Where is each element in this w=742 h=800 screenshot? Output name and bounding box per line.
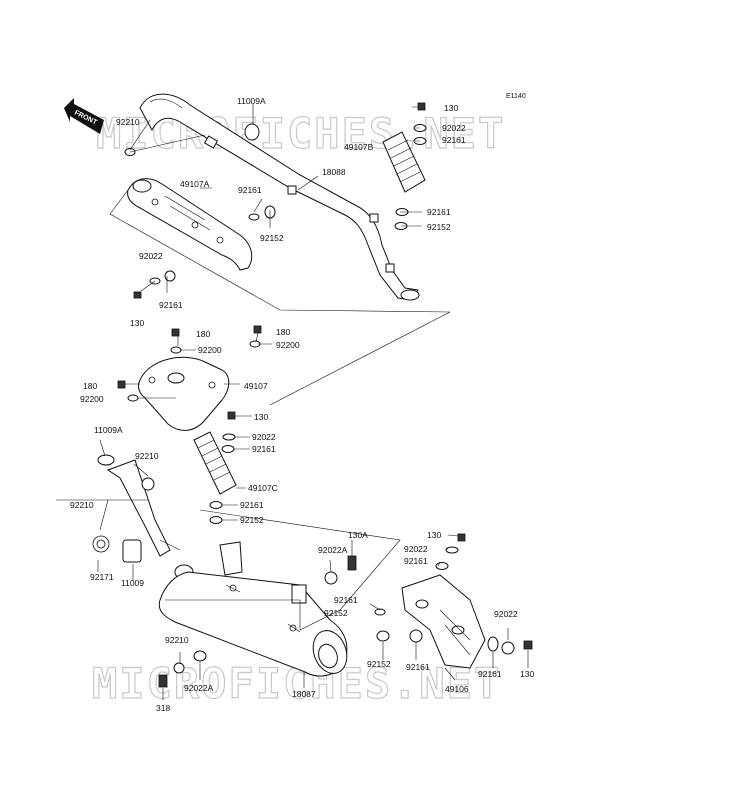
label-92161-low: 92161 bbox=[334, 595, 358, 605]
label-130-right: 130 bbox=[427, 530, 441, 540]
label-92210-top: 92210 bbox=[116, 117, 140, 127]
label-92022-mid: 92022 bbox=[252, 432, 276, 442]
label-92022-far: 92022 bbox=[494, 609, 518, 619]
label-92022-left: 92022 bbox=[139, 251, 163, 261]
label-92210-mid: 92210 bbox=[135, 451, 159, 461]
label-49106: 49106 bbox=[445, 684, 469, 694]
label-318: 318 bbox=[156, 703, 170, 713]
label-92152-low: 92152 bbox=[324, 608, 348, 618]
label-49107a: 49107A bbox=[180, 179, 210, 189]
label-11009a-top: 11009A bbox=[237, 96, 266, 106]
label-92152-bottom: 92152 bbox=[367, 659, 391, 669]
heat-shield-49107a bbox=[127, 178, 253, 271]
heat-shield-49107c bbox=[193, 411, 252, 524]
label-92161-mid: 92161 bbox=[252, 444, 276, 454]
part-labels: 11009A 130 92210 92022 92161 49107B 1808… bbox=[70, 96, 534, 713]
heat-shield-49106 bbox=[401, 533, 533, 681]
header-pipe-18088 bbox=[139, 93, 420, 301]
label-49107: 49107 bbox=[244, 381, 268, 391]
label-180-a: 180 bbox=[196, 329, 210, 339]
label-92152-mid: 92152 bbox=[240, 515, 264, 525]
heat-shield-49107 bbox=[117, 325, 272, 431]
label-130-top: 130 bbox=[444, 103, 458, 113]
label-49107b: 49107B bbox=[344, 142, 374, 152]
label-130-mid: 130 bbox=[254, 412, 268, 422]
label-180-b: 180 bbox=[276, 327, 290, 337]
label-92161-far: 92161 bbox=[478, 669, 502, 679]
label-92161-top: 92161 bbox=[442, 135, 466, 145]
label-92161-left: 92161 bbox=[159, 300, 183, 310]
muffler-18087 bbox=[158, 509, 401, 677]
label-180-c: 180 bbox=[83, 381, 97, 391]
label-18088: 18088 bbox=[322, 167, 346, 177]
label-92152-b: 92152 bbox=[427, 222, 451, 232]
label-92022-right: 92022 bbox=[404, 544, 428, 554]
label-130-left: 130 bbox=[130, 318, 144, 328]
label-92200-a: 92200 bbox=[198, 345, 222, 355]
label-92161-b: 92161 bbox=[427, 207, 451, 217]
label-92161-right: 92161 bbox=[404, 556, 428, 566]
label-49107c: 49107C bbox=[248, 483, 278, 493]
label-92022-top: 92022 bbox=[442, 123, 466, 133]
label-130-far: 130 bbox=[520, 669, 534, 679]
label-92022a-mid: 92022A bbox=[318, 545, 348, 555]
label-92200-c: 92200 bbox=[80, 394, 104, 404]
label-92161-bottom: 92161 bbox=[406, 662, 430, 672]
front-pipe-joint bbox=[56, 439, 194, 580]
label-92022a-bottom: 92022A bbox=[184, 683, 214, 693]
label-11009a-mid: 11009A bbox=[94, 425, 123, 435]
label-11009: 11009 bbox=[121, 578, 144, 588]
label-92210-bottom: 92210 bbox=[165, 635, 189, 645]
muffler-hardware bbox=[158, 540, 390, 700]
label-92171: 92171 bbox=[90, 572, 114, 582]
label-92152-a: 92152 bbox=[260, 233, 284, 243]
label-92161-mid2: 92161 bbox=[240, 500, 264, 510]
label-92200-b: 92200 bbox=[276, 340, 300, 350]
label-92210-left: 92210 bbox=[70, 500, 94, 510]
leader-lines-upper bbox=[109, 104, 451, 406]
label-18087: 18087 bbox=[292, 689, 316, 699]
diagram-code: E1140 bbox=[506, 93, 526, 100]
label-92161-a: 92161 bbox=[238, 185, 262, 195]
heat-shield-49107b bbox=[382, 131, 426, 193]
label-130a: 130A bbox=[348, 530, 368, 540]
